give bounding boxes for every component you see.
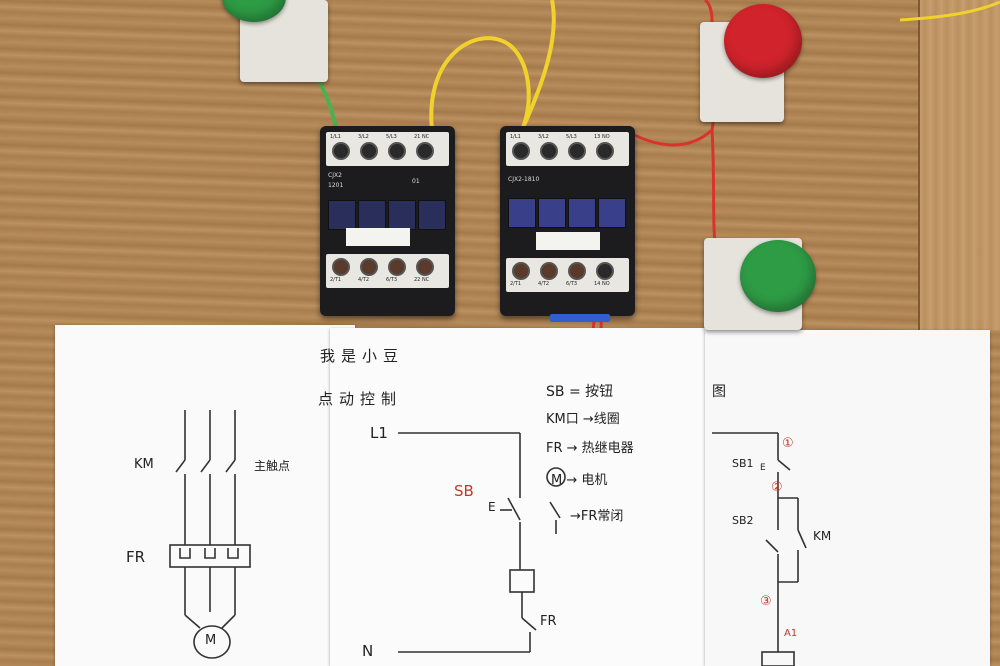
fr-contact-label: FR <box>540 614 557 629</box>
terminal-screw <box>388 142 406 160</box>
contactor-left: 1/L1 3/L2 5/L3 21 NC CJX2 1201 01 2/T1 4… <box>320 126 455 316</box>
title-line-1: 我是小豆 <box>320 347 405 365</box>
terminal-screw <box>540 142 558 160</box>
terminal-label: 14 NO <box>594 281 610 287</box>
terminal-screw <box>360 142 378 160</box>
contact-code: 01 <box>412 178 420 185</box>
terminal-screw <box>568 142 586 160</box>
terminal-strip-bottom: 2/T1 4/T2 6/T3 14 NO <box>506 258 629 292</box>
model-text: CJX2 <box>328 172 342 179</box>
paper-right <box>705 330 990 666</box>
terminal-label: 13 NO <box>594 134 610 140</box>
terminal-label: 5/L3 <box>566 134 577 140</box>
terminal-label: 4/T2 <box>358 277 370 283</box>
n-label: N <box>362 642 374 660</box>
sb1-label: SB1 <box>732 457 754 470</box>
control-circuit-lines <box>398 432 566 653</box>
terminal-label: 3/L2 <box>358 134 369 140</box>
terminal-screw <box>596 262 614 280</box>
green-button-top-left <box>222 0 328 82</box>
terminal-screw <box>388 258 406 276</box>
km-label: KM <box>813 529 832 543</box>
indicator-window <box>598 198 626 228</box>
indicator-window <box>568 198 596 228</box>
terminal-label: 6/T3 <box>566 281 578 287</box>
terminal-label: 21 NC <box>414 134 430 140</box>
terminal-screw <box>360 258 378 276</box>
white-label <box>346 228 410 246</box>
terminal-screw <box>416 142 434 160</box>
terminal-label: 2/T1 <box>510 281 522 287</box>
indicator-window <box>328 200 356 230</box>
indicator-window <box>508 198 536 228</box>
terminal-screw <box>568 262 586 280</box>
km-label: KM <box>134 457 154 472</box>
terminal-screw <box>332 142 350 160</box>
terminal-label: 1/L1 <box>330 134 341 140</box>
terminal-strip-top: 1/L1 3/L2 5/L3 21 NC <box>326 132 449 166</box>
legend-item: SB = 按钮 <box>546 384 614 400</box>
contactor-plate: CJX2 1201 <box>328 170 362 196</box>
indicator-window <box>388 200 416 230</box>
paper-left <box>55 325 355 666</box>
title-line-2: 点动控制 <box>318 390 403 408</box>
terminal-screw <box>596 142 614 160</box>
fr-label: FR <box>126 548 146 566</box>
terminal-screw <box>416 258 434 276</box>
terminal-label: 22 NC <box>414 277 430 283</box>
start-stop-circuit-lines <box>712 432 807 666</box>
terminal-screw <box>512 142 530 160</box>
e-label: E <box>488 500 496 514</box>
terminal-label: 4/T2 <box>538 281 550 287</box>
terminal-label: 6/T3 <box>386 277 398 283</box>
heading-fragment: 图 <box>712 384 726 400</box>
terminal-screw <box>540 262 558 280</box>
node-number: ③ <box>760 594 772 609</box>
node-number: ② <box>771 480 783 495</box>
sb-label: SB <box>454 482 474 500</box>
yellow-wire-left <box>429 36 531 131</box>
terminal-label: 1/L1 <box>510 134 521 140</box>
legend-item: KM口 →线圈 <box>546 412 620 427</box>
sb2-label: SB2 <box>732 514 754 527</box>
yellow-wire-top <box>520 0 556 131</box>
legend-item: FR → 热继电器 <box>546 441 634 456</box>
white-label <box>536 232 600 250</box>
red-button-cap <box>724 4 802 78</box>
e-label: E <box>760 463 766 473</box>
terminal-strip-top: 1/L1 3/L2 5/L3 13 NO <box>506 132 629 166</box>
main-circuit-lines <box>169 410 251 659</box>
red-button <box>700 4 802 122</box>
node-number: ① <box>782 436 794 451</box>
terminal-strip-bottom: 2/T1 4/T2 6/T3 22 NC <box>326 254 449 288</box>
terminal-screw <box>332 258 350 276</box>
main-contacts-note: 主触点 <box>254 459 291 473</box>
terminal-screw <box>512 262 530 280</box>
indicator-window <box>358 200 386 230</box>
model-text: CJX2-1810 <box>508 176 540 183</box>
green-button-cap <box>740 240 816 312</box>
motor-symbol: M <box>205 633 217 648</box>
model-number: 1201 <box>328 182 344 189</box>
legend-item: →FR常闭 <box>570 509 624 524</box>
paper-middle <box>330 328 730 666</box>
coil-label: A1 <box>784 628 798 639</box>
indicator-window <box>418 200 446 230</box>
yellow-wire-right <box>899 0 1000 22</box>
green-button-right <box>704 238 816 330</box>
l1-label: L1 <box>370 424 388 442</box>
terminal-label: 2/T1 <box>330 277 342 283</box>
indicator-window <box>538 198 566 228</box>
terminal-label: 5/L3 <box>386 134 397 140</box>
din-clip <box>550 314 610 322</box>
contactor-right: 1/L1 3/L2 5/L3 13 NO CJX2-1810 2/T1 4/T2… <box>500 126 635 322</box>
legend-item: M → 电机 <box>551 473 608 488</box>
terminal-label: 3/L2 <box>538 134 549 140</box>
wood-board-edge <box>918 0 1000 330</box>
green-button-cap <box>222 0 286 22</box>
